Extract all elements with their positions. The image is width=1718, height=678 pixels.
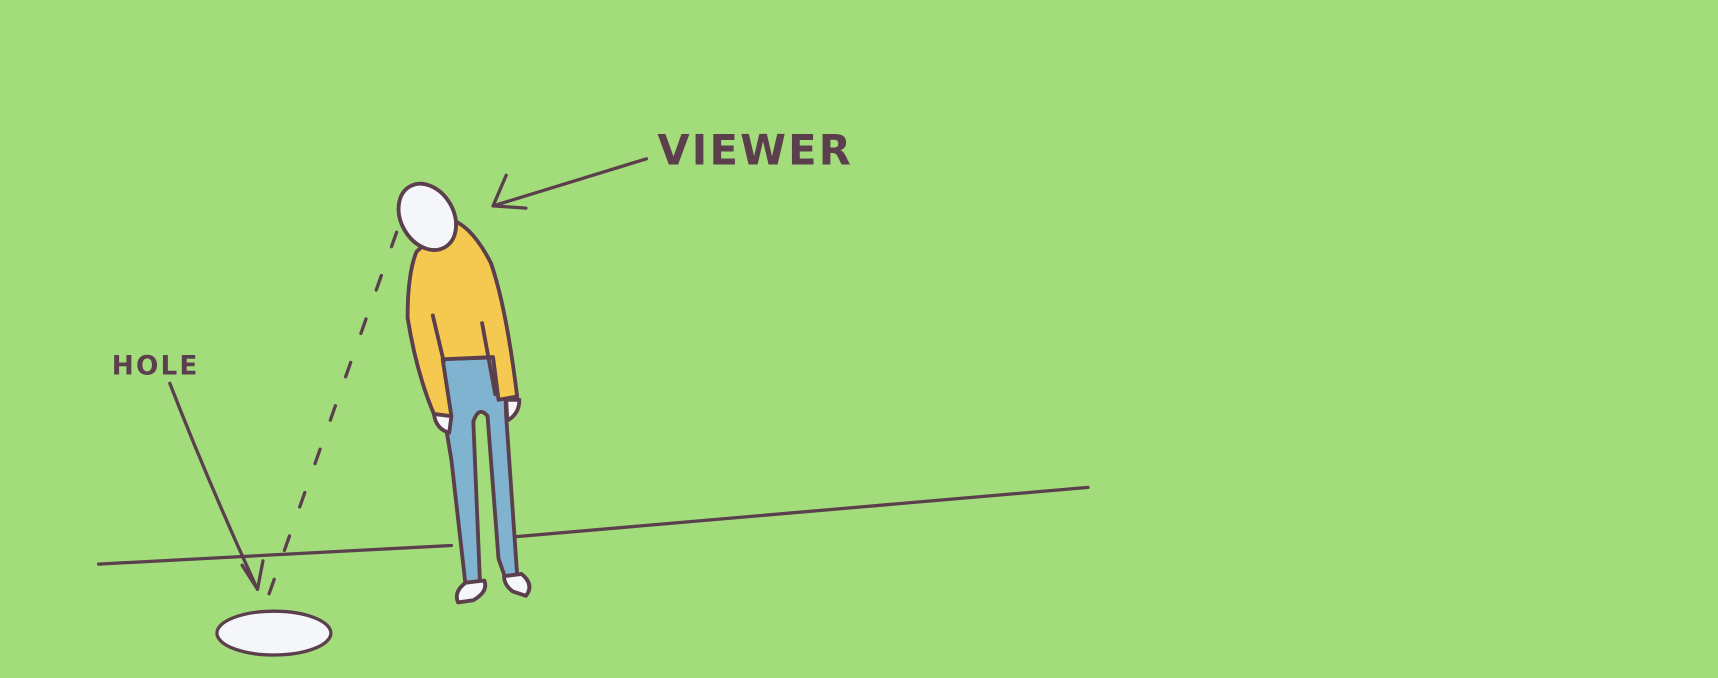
ground-line bbox=[96, 485, 1090, 566]
hole-label: HOLE bbox=[112, 352, 200, 382]
person-figure bbox=[396, 181, 532, 605]
viewer-label: VIEWER bbox=[657, 125, 853, 174]
sweater bbox=[405, 217, 520, 419]
right-hand bbox=[504, 397, 522, 423]
left-shoe bbox=[454, 578, 488, 605]
hole-arrow bbox=[168, 381, 265, 591]
head bbox=[396, 181, 458, 252]
sight-line bbox=[261, 230, 399, 613]
right-shoe bbox=[502, 572, 532, 598]
left-hand bbox=[431, 412, 454, 435]
hole bbox=[215, 609, 333, 657]
viewer-arrow bbox=[491, 157, 649, 210]
pants bbox=[436, 355, 520, 588]
